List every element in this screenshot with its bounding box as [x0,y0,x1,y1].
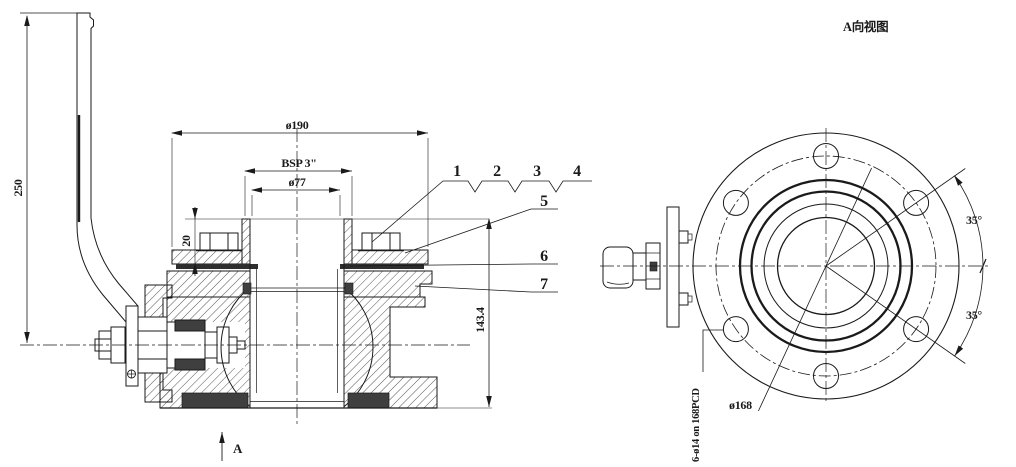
holes-note-leader [702,329,723,372]
side-gland-1 [632,252,647,281]
bolt-hole-1 [903,189,930,216]
dim-bsp-label: BSP 3" [281,156,316,170]
dim-143-label: 143.4 [473,307,487,333]
callout-1: 1 [453,163,461,180]
angle-ray-upper [825,168,966,267]
callout-6: 6 [540,248,548,265]
side-bolt-bottom [678,292,689,306]
angle-upper-label: 35° [966,213,982,227]
side-stem-key [649,261,658,272]
side-stem-assembly [602,206,693,328]
main-view-dimensions [24,15,592,461]
callout-3: 3 [533,163,541,180]
callout-7: 7 [540,276,548,293]
callout-2: 2 [493,163,501,180]
body-flange-left [166,270,251,298]
dim-250-label: 250 [11,179,25,196]
bcd-diagonal-line [758,167,872,412]
thread-tube-right-wall [343,218,353,265]
gasket-strip-left [176,264,258,269]
main-section-view [20,12,492,424]
angle-lower-label: 35° [966,308,982,322]
bolt-hole-6 [903,316,930,343]
packing-band-bottom [174,358,206,371]
side-view-labels: A向视图 35° 35° ø168 6-ø14 on 168PCD [691,19,983,462]
side-bolt-top [678,230,689,244]
side-mounting-plate [666,206,680,328]
seat-ring-left [181,392,249,409]
callout-6-leader [349,263,558,267]
bonnet-bolts [196,232,404,252]
bcd-label: ø168 [729,398,752,412]
handle-flat [125,305,139,387]
dim-20-label: 20 [179,235,193,247]
dim-77-label: ø77 [288,175,305,189]
handle-lever [76,12,139,342]
stem-seal-right [344,282,354,295]
side-view-a [600,128,988,412]
side-view-title: A向视图 [843,19,888,34]
callout-5: 5 [540,193,548,210]
bonnet-plate-right [351,249,429,265]
stem-seal-left [242,282,252,295]
thread-tube-left-wall [241,218,251,265]
holes-note-label: 6-ø14 on 168PCD [691,388,702,462]
angle-ray-lower [825,265,966,364]
main-view-labels: 250 ø190 BSP 3" ø77 20 143.4 1 2 3 4 5 6… [11,118,581,456]
dim-190-label: ø190 [286,118,309,132]
bolt-left [199,232,239,251]
callout-5-leader [404,208,558,254]
bolt-hole-4 [722,316,749,343]
callout-chain-leader [371,180,592,243]
callout-7-leader [414,285,558,293]
seat-ring-right [347,392,390,409]
section-label: A [233,441,243,456]
packing-band-top [174,319,206,332]
gasket-strip-right [340,264,424,269]
bolt-hole-3 [722,189,749,216]
body-right [343,296,438,409]
bolt-right [361,232,401,251]
bonnet-plate-left [171,249,243,265]
body-flange-right [343,270,433,298]
callout-4: 4 [573,163,581,180]
